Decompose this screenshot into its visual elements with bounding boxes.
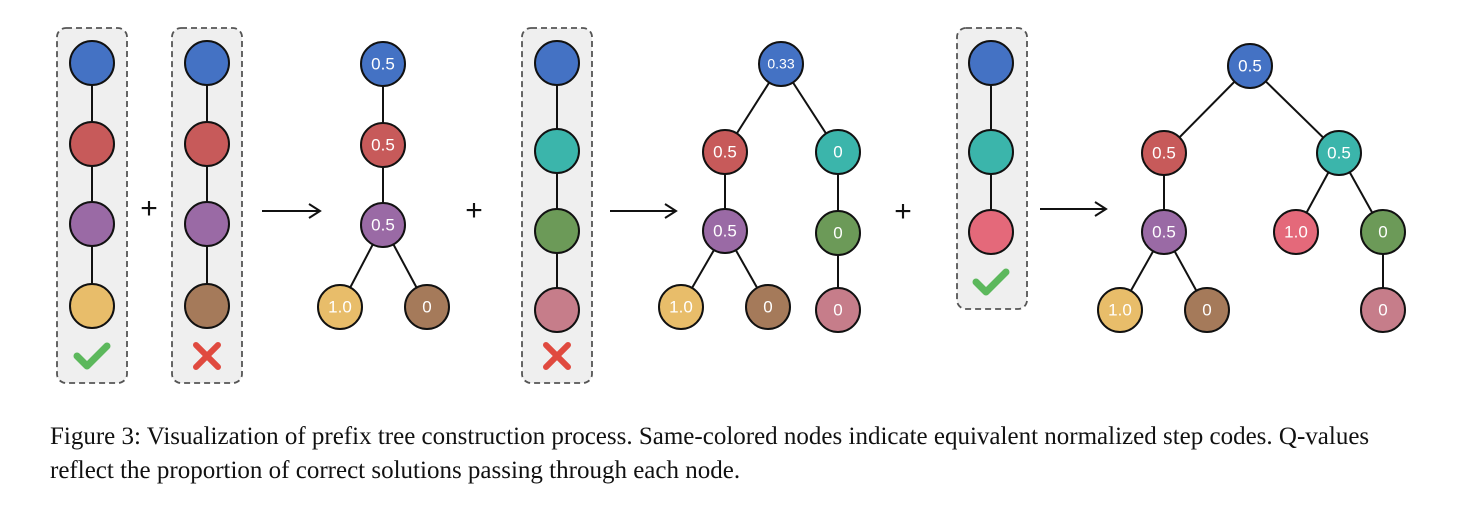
q-value-label: 0.5 (371, 215, 395, 234)
node-red (184, 121, 230, 167)
node-brown (184, 283, 230, 329)
node-red (702, 129, 748, 175)
node-blue (1227, 43, 1273, 89)
q-value-label: 0 (833, 142, 842, 161)
tree-3: 0.5 0.5 0.5 0.5 1.0 0 1.0 0 0 (1097, 43, 1406, 333)
node-pink (534, 287, 580, 333)
node-teal (534, 128, 580, 174)
q-value-label: 0.33 (767, 56, 794, 72)
arrow-right-icon (610, 203, 678, 219)
cross-icon (193, 342, 221, 370)
node-purple (1141, 209, 1187, 255)
node-teal (1316, 130, 1362, 176)
path-1 (56, 27, 128, 384)
arrow-right-icon (262, 203, 322, 219)
node-pink (815, 287, 861, 333)
q-value-label: 1.0 (1284, 222, 1308, 241)
node-purple (360, 202, 406, 248)
node-purple (69, 201, 115, 247)
q-value-label: 0.5 (371, 54, 395, 73)
q-value-label: 0 (833, 300, 842, 319)
node-teal (968, 129, 1014, 175)
node-green (534, 208, 580, 254)
figure-caption: Figure 3: Visualization of prefix tree c… (50, 423, 1370, 484)
node-purple (702, 208, 748, 254)
node-blue (534, 40, 580, 86)
q-value-label: 1.0 (328, 297, 352, 316)
q-value-label: 0.5 (1238, 56, 1262, 75)
plus-operator: + (140, 192, 158, 225)
q-value-label: 0.5 (1327, 143, 1351, 162)
node-purple (184, 201, 230, 247)
q-value-label: 0.5 (1152, 222, 1176, 241)
q-value-label: 0 (1378, 300, 1387, 319)
node-red (69, 121, 115, 167)
path-3 (521, 27, 593, 384)
q-value-label: 0.5 (713, 142, 737, 161)
cross-icon (543, 342, 571, 370)
node-yellow (658, 284, 704, 330)
node-green (1360, 209, 1406, 255)
q-value-label: 0 (422, 297, 431, 316)
node-green (815, 210, 861, 256)
node-yellow (1097, 287, 1143, 333)
q-value-label: 1.0 (1108, 300, 1132, 319)
node-blue (69, 40, 115, 86)
q-value-label: 0.5 (371, 135, 395, 154)
node-brown (404, 284, 450, 330)
path-2 (171, 27, 243, 384)
node-pink (1360, 287, 1406, 333)
node-red (360, 122, 406, 168)
q-value-label: 0 (1202, 300, 1211, 319)
plus-operator: + (894, 195, 912, 228)
node-blue (184, 40, 230, 86)
node-brown (745, 284, 791, 330)
q-value-label: 0 (1378, 222, 1387, 241)
q-value-label: 0.5 (713, 221, 737, 240)
node-brown (1184, 287, 1230, 333)
node-blue (360, 41, 406, 87)
path-4 (956, 27, 1028, 310)
node-blue (758, 41, 804, 87)
tree-1: 0.5 0.5 0.5 1.0 0 (317, 41, 450, 330)
q-value-label: 1.0 (669, 297, 693, 316)
check-icon (73, 342, 111, 370)
tree-2: 0.33 0.5 0 0.5 0 1.0 0 0 (658, 41, 861, 333)
node-yellow (317, 284, 363, 330)
q-value-label: 0.5 (1152, 143, 1176, 162)
node-blue (968, 40, 1014, 86)
check-icon (972, 268, 1010, 296)
node-yellow (69, 283, 115, 329)
q-value-label: 0 (763, 297, 772, 316)
node-coral (1273, 209, 1319, 255)
plus-operator: + (465, 194, 483, 227)
q-value-label: 0 (833, 223, 842, 242)
node-teal (815, 129, 861, 175)
arrow-right-icon (1040, 201, 1108, 217)
node-red (1141, 130, 1187, 176)
node-coral (968, 209, 1014, 255)
